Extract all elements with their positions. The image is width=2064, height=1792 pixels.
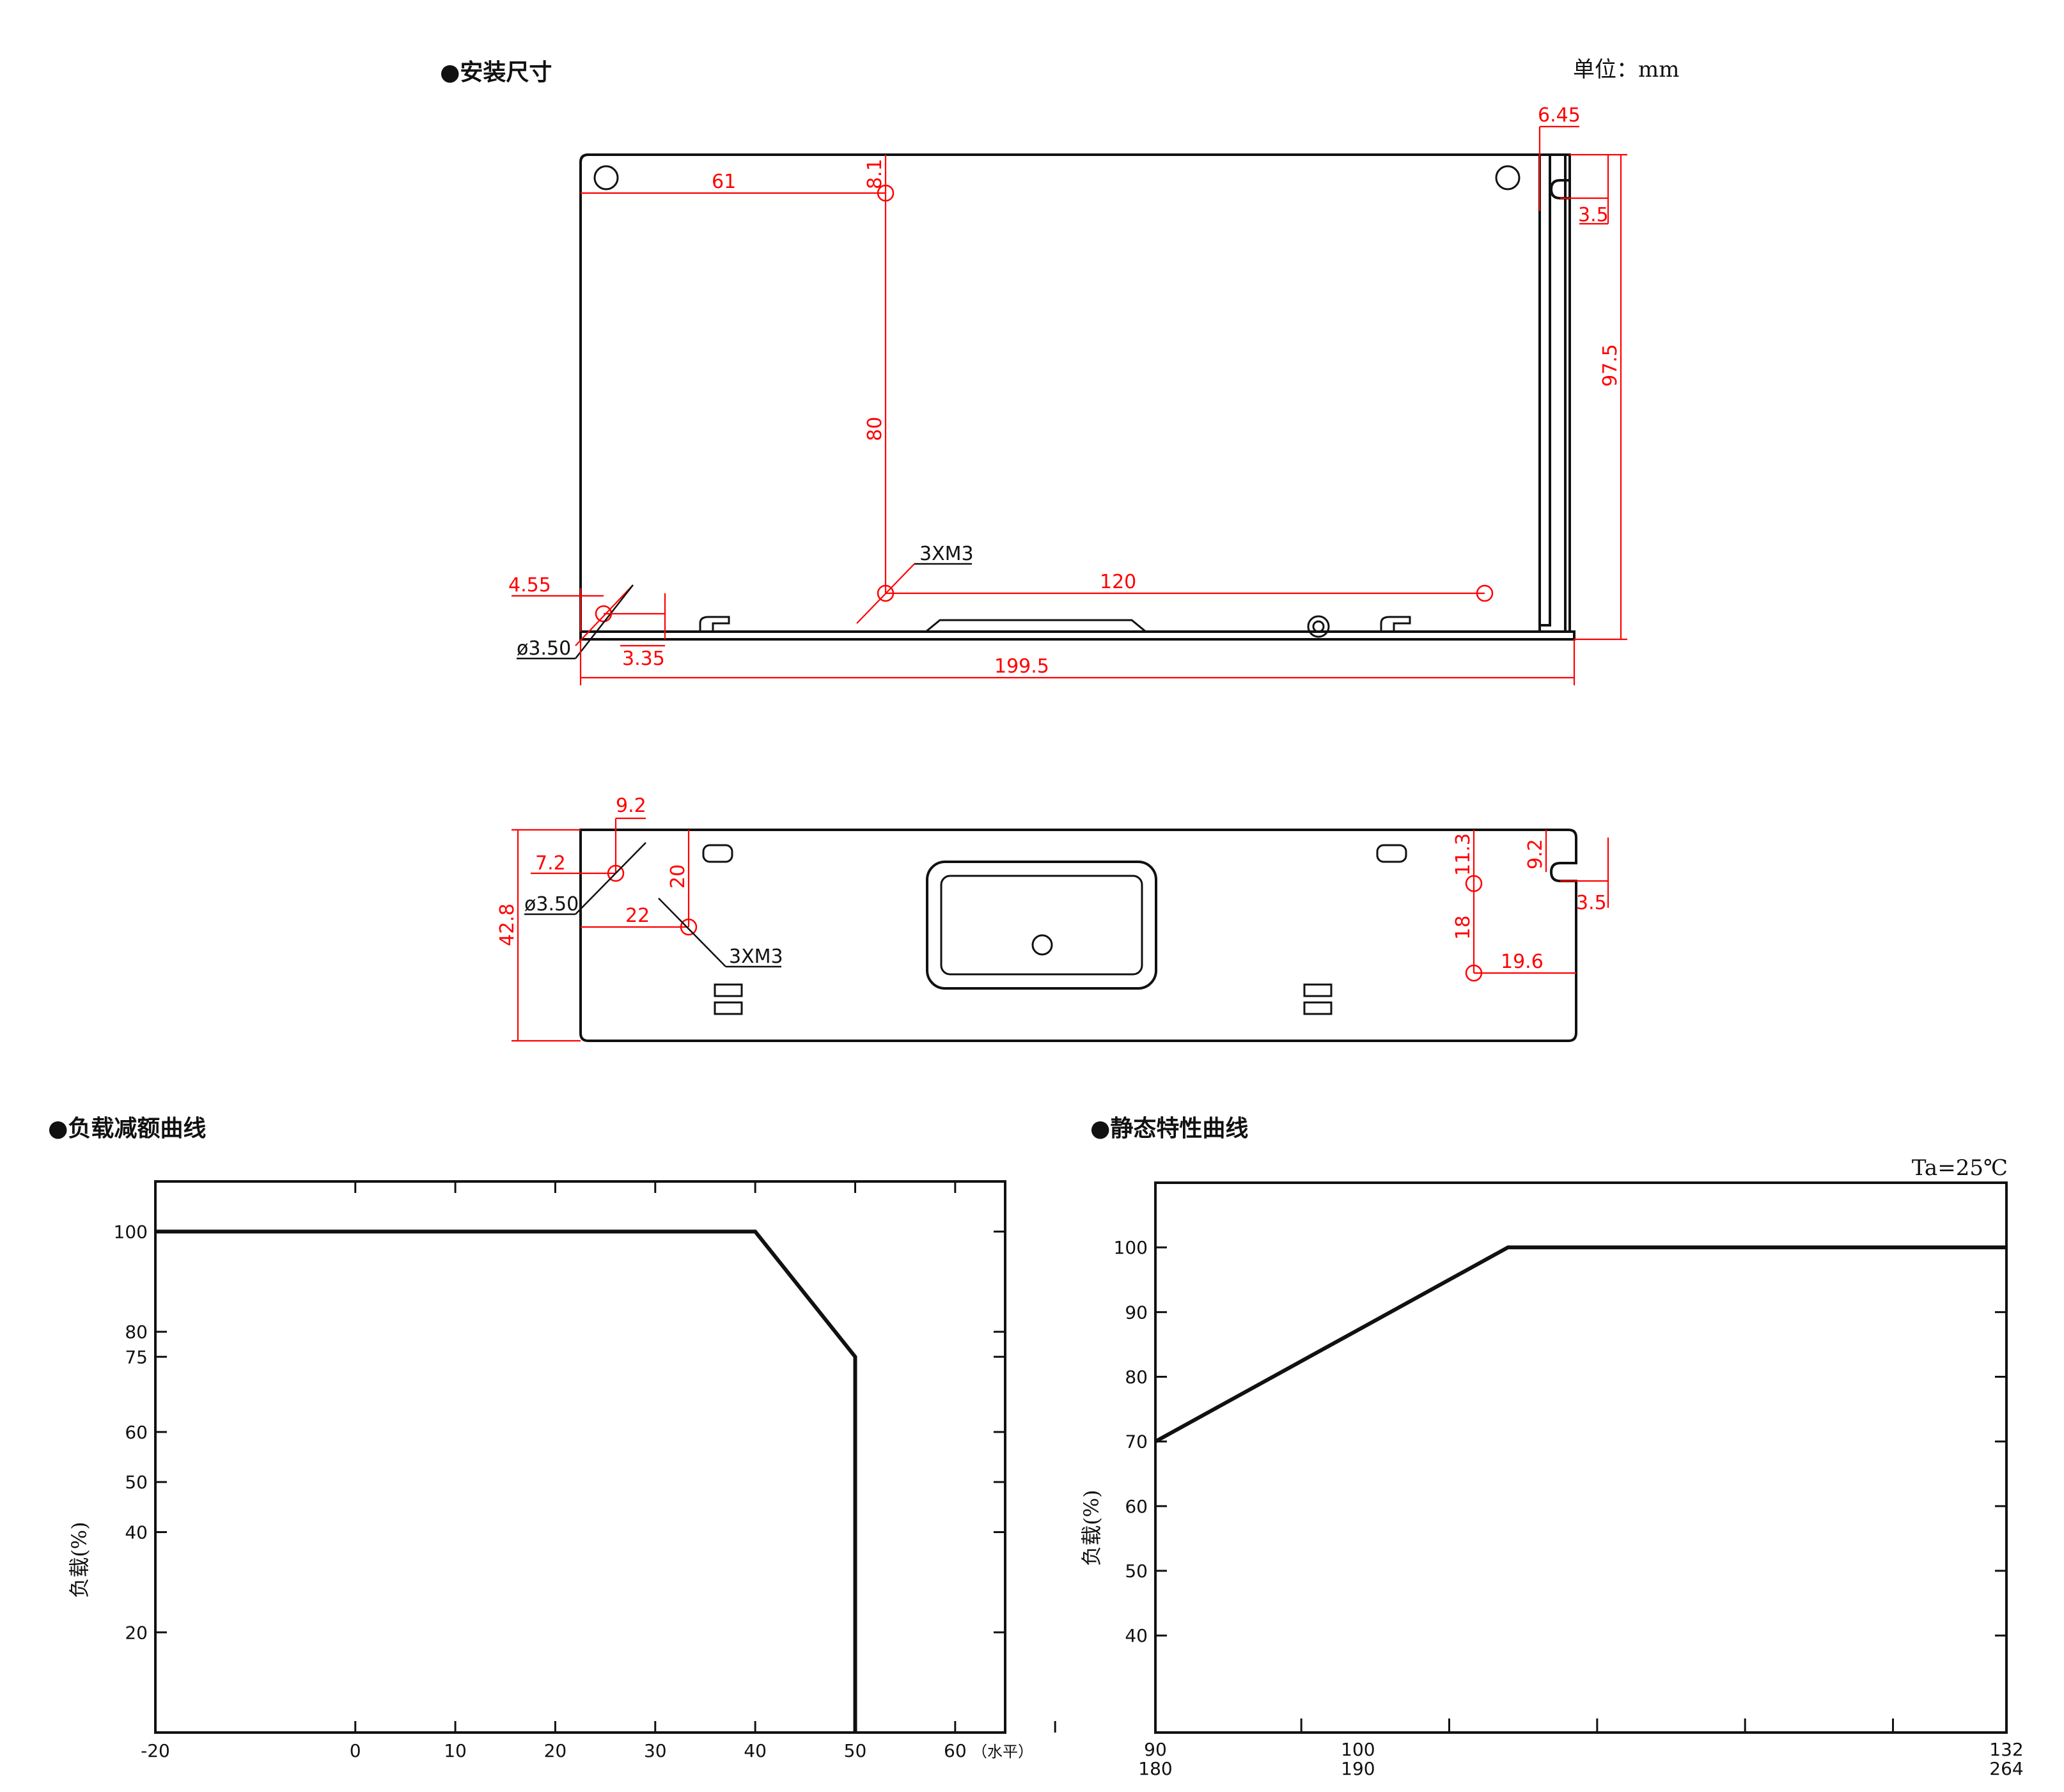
side-slot-right [1376,844,1407,863]
dim-side-20: 20 [667,864,689,889]
terminal-window-inner [940,875,1143,976]
chart1-x-tick-label: 50 [844,1740,867,1761]
side-leader-phi [575,842,646,915]
dim-6-45: 6.45 [1538,104,1581,127]
vent-right-2 [1303,1001,1333,1015]
chart1-x-tick-label: 40 [744,1740,767,1761]
bottom-raised-strip [925,619,1146,633]
derating-chart: -20 0 10 20 30 40 50 60 （水平） 20 40 50 60 75 80 100 负载(%) [67,1180,1056,1761]
bottom-notch-left [699,616,730,632]
potentiometer [1031,934,1053,956]
side-leader-3xm3 [658,898,726,967]
vent-left-1 [714,983,743,997]
top-view-outline [579,153,1575,641]
top-view: 61 8.1 80 120 3XM3 4.55 ø3.50 3.35 199.5 [508,104,1627,685]
dim-side-11-3: 11.3 [1452,833,1474,876]
side-view: 9.2 7.2 20 ø3.50 42.8 22 3XM3 11.3 18 19… [496,795,1609,1042]
dim-3xm3: 3XM3 [919,543,974,565]
dim-80: 80 [864,417,886,441]
chart1-x-tick-label: 0 [350,1740,361,1761]
chart1-y-tick-label: 75 [125,1346,148,1367]
chart2-y-tick-label: 60 [1125,1496,1148,1517]
chart2-annotation: Ta=25℃ [1912,1155,2008,1181]
ground-screw-inner [1312,620,1325,633]
chart2-y-tick-label: 50 [1125,1561,1148,1582]
chart1-series-line [155,1229,857,1733]
chart2-x-tick-label-secondary: 180 [1138,1758,1172,1779]
chart1-y-tick-label: 100 [114,1221,148,1242]
static-chart: 90180100190132264405060708090100负载(%)Ta=… [1079,1155,2024,1779]
dim-phi-top: ø3.50 [517,637,571,660]
chart2-x-tick-label-secondary: 190 [1341,1758,1375,1779]
dim-61: 61 [712,171,736,193]
chart1-x-tick-label: 10 [444,1740,467,1761]
chart2-y-tick-label: 80 [1125,1367,1148,1388]
dim-side-9-2: 9.2 [616,795,646,817]
leader-phi-black [575,584,634,659]
dim-side-19-6: 19.6 [1501,951,1544,973]
vent-right-1 [1303,983,1333,997]
chart2-x-tick-label: 100 [1341,1739,1375,1760]
top-view-frame [579,153,1571,632]
side-slot-left [702,844,733,863]
vent-left-2 [714,1001,743,1015]
chart1-y-axis-label: 负载(%) [67,1522,91,1598]
chart1-y-tick-label: 80 [125,1321,148,1343]
chart2-x-tick-label: 132 [1989,1739,2023,1760]
dim-3-35: 3.35 [622,648,665,670]
terminal-window-outer [926,861,1157,990]
heading-derating: ●负载减额曲线 [48,1115,206,1142]
chart1-frame [154,1180,1006,1734]
chart1-x-tick-label: 30 [644,1740,667,1761]
chart1-y-tick-label: 50 [125,1472,148,1493]
mounting-hole-top-right [1495,165,1521,191]
dim-side-42-8: 42.8 [496,903,519,946]
chart2-frame [1154,1181,2008,1734]
dim-8-1: 8.1 [864,159,886,189]
dim-leader-3xm3 [856,563,915,624]
chart1-y-tick-label: 40 [125,1522,148,1543]
dim-120: 120 [1100,571,1136,593]
chart2-x-tick-label-secondary: 264 [1989,1758,2023,1779]
chart2-y-tick-label: 90 [1125,1302,1148,1323]
chart1-x-tick-label: -20 [141,1740,170,1761]
chart1-x-tick-label: 20 [544,1740,567,1761]
chart2-series-line [1154,1245,2006,1444]
chart1-x-tick-label: 60 [944,1740,967,1761]
heading-static: ●静态特性曲线 [1090,1115,1248,1142]
chart2-y-tick-label: 40 [1125,1625,1148,1646]
dim-side-phi: ø3.50 [524,893,579,915]
ground-screw [1307,615,1330,638]
unit-label: 单位：mm [1573,57,1679,82]
bottom-notch-right [1380,616,1411,632]
dim-199-5: 199.5 [994,655,1049,678]
heading-install: ●安装尺寸 [440,59,552,86]
dim-4-55: 4.55 [508,574,551,596]
chart1-y-tick-label: 20 [125,1622,148,1643]
dim-side-7-2: 7.2 [535,852,566,875]
mounting-hole-top-left [593,165,619,191]
dim-leader-phi [575,584,634,646]
dim-side-3-5: 3.5 [1576,892,1607,914]
dim-3-5-top: 3.5 [1578,204,1609,226]
chart1-y-tick-label: 60 [125,1422,148,1443]
dim-97-5: 97.5 [1599,344,1622,387]
dim-side-3xm3: 3XM3 [729,946,783,968]
dim-side-22: 22 [625,905,650,927]
chart1-x-axis-label: （水平） [972,1743,1033,1761]
chart2-y-axis-label: 负载(%) [1079,1490,1104,1566]
side-view-outline [579,829,1577,1042]
dim-side-18: 18 [1452,915,1474,940]
chart2-y-tick-label: 100 [1114,1237,1148,1258]
chart2-x-tick-label: 90 [1144,1739,1167,1760]
dim-side-9-2-right: 9.2 [1524,839,1547,869]
chart2-y-tick-label: 70 [1125,1431,1148,1453]
